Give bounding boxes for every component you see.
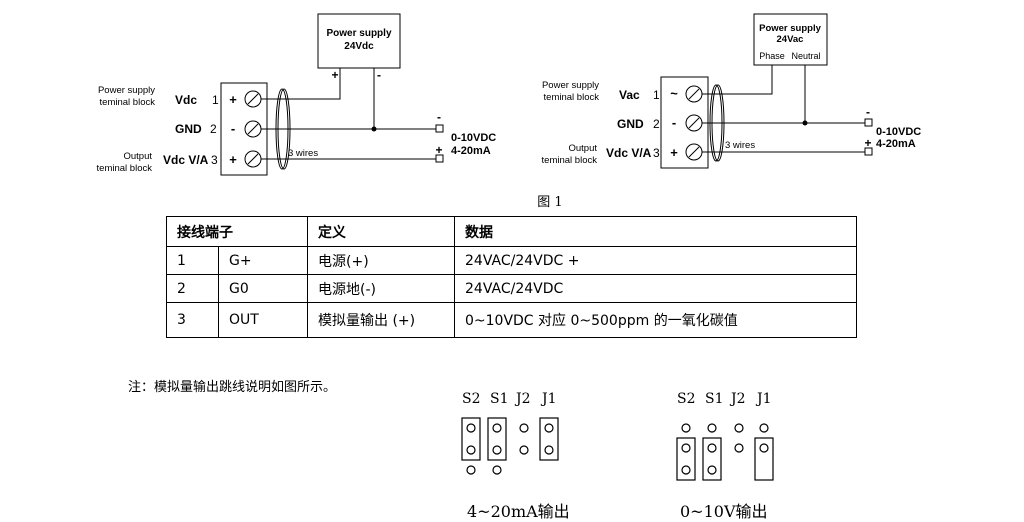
jumper-label-s2: S2: [462, 391, 481, 407]
terminal-1-symbol: +: [229, 92, 237, 107]
supply-block-label-2: teminal block: [544, 92, 600, 103]
terminal-3-name: Vdc V/A: [606, 146, 652, 160]
power-supply-box: [753, 13, 828, 66]
terminal-3-num: 3: [211, 153, 218, 167]
table-row: 2 G0 电源地(-) 24VAC/24VDC: [166, 274, 857, 303]
terminal-1-name: Vac: [619, 88, 640, 102]
jumper-label-s1: S1: [705, 391, 724, 407]
table-row: 1 G+ 电源(+) 24VAC/24VDC +: [166, 246, 857, 275]
terminal-screw-icon: [244, 90, 262, 168]
row-terminal: G+: [218, 246, 308, 275]
header-definition: 定义: [307, 216, 455, 247]
terminal-1-num: 1: [653, 88, 660, 102]
header-terminal: 接线端子: [166, 216, 308, 247]
psu-voltage: 24Vac: [777, 34, 804, 45]
row-number: 2: [166, 274, 219, 303]
terminal-1-name: Vdc: [175, 93, 197, 107]
row-definition: 模拟量输出 (+): [307, 302, 455, 338]
jumper-pins-current: [461, 417, 559, 475]
row-number: 3: [166, 302, 219, 338]
jumper-current-mode: S2 S1 J2 J1 4~20mA输出: [455, 388, 575, 522]
output-block-label-2: teminal block: [97, 163, 153, 174]
supply-block-label: Power supply: [542, 80, 599, 91]
row-definition: 电源(+): [307, 246, 455, 275]
jumper-label-s1: S1: [490, 391, 509, 407]
output-voltage-range: 0-10VDC: [451, 132, 496, 144]
row-definition: 电源地(-): [307, 274, 455, 303]
terminal-block: [220, 82, 268, 176]
table-header-row: 接线端子 定义 数据: [166, 216, 857, 247]
terminal-2-num: 2: [653, 117, 660, 131]
terminal-2-name: GND: [175, 122, 202, 136]
output-block-label-2: teminal block: [542, 155, 598, 166]
row-data: 0~10VDC 对应 0~500ppm 的一氧化碳值: [454, 302, 857, 338]
psu-plus: +: [331, 68, 338, 82]
output-block-label: Output: [568, 143, 597, 154]
wire-count-label: 3 wires: [288, 148, 318, 159]
row-terminal: OUT: [218, 302, 308, 338]
output-plus: +: [435, 143, 442, 157]
jumper-label-j1: J1: [542, 391, 557, 407]
jumper-label-j1: J1: [757, 391, 772, 407]
row-terminal: G0: [218, 274, 308, 303]
supply-block-label-2: teminal block: [100, 97, 156, 108]
wiring-diagram-ac: Power supply 24Vac Phase Neutral Power s…: [542, 13, 921, 169]
jumper-voltage-mode: S2 S1 J2 J1 0~10V输出: [670, 388, 790, 522]
terminal-3-num: 3: [653, 146, 660, 160]
row-data: 24VAC/24VDC +: [454, 246, 857, 275]
wire-count-label: 3 wires: [725, 140, 755, 151]
terminal-3-name: Vdc V/A: [163, 153, 209, 167]
psu-title: Power supply: [759, 23, 821, 34]
jumper-pins-voltage: [676, 423, 774, 481]
psu-title: Power supply: [326, 28, 391, 39]
output-voltage-range: 0-10VDC: [876, 126, 921, 138]
output-minus: -: [866, 105, 870, 119]
output-minus: -: [437, 110, 441, 124]
terminal-1-num: 1: [212, 93, 219, 107]
terminal-3-symbol: +: [229, 152, 237, 167]
psu-minus: -: [377, 68, 381, 82]
output-current-range: 4-20mA: [451, 145, 491, 157]
jumper-current-caption: 4~20mA输出: [467, 502, 570, 521]
power-supply-box: [317, 13, 401, 69]
terminal-table: 接线端子 定义 数据 1 G+ 电源(+) 24VAC/24VDC + 2 G0…: [166, 216, 857, 338]
wiring-diagram-dc: Power supply 24Vdc + - Power supply temi…: [97, 13, 496, 176]
jumper-label-s2: S2: [677, 391, 696, 407]
terminal-block: [660, 76, 709, 169]
header-data: 数据: [454, 216, 857, 247]
terminal-3-symbol: +: [670, 145, 678, 160]
psu-voltage: 24Vdc: [344, 41, 374, 52]
table-row: 3 OUT 模拟量输出 (+) 0~10VDC 对应 0~500ppm 的一氧化…: [166, 302, 857, 338]
terminal-2-name: GND: [617, 117, 644, 131]
jumper-note: 注：模拟量输出跳线说明如图所示。: [128, 380, 337, 395]
figure-caption: 图 1: [537, 195, 563, 210]
output-block-label: Output: [123, 151, 152, 162]
output-current-range: 4-20mA: [876, 138, 916, 150]
psu-phase-label: Phase: [759, 51, 785, 61]
terminal-2-symbol: -: [672, 115, 676, 130]
jumper-voltage-caption: 0~10V输出: [680, 502, 768, 521]
terminal-1-symbol: ~: [670, 86, 678, 101]
output-plus: +: [864, 136, 871, 150]
jumper-label-j2: J2: [731, 391, 746, 407]
psu-neutral-label: Neutral: [791, 51, 820, 61]
jumper-label-j2: J2: [516, 391, 531, 407]
supply-block-label: Power supply: [98, 85, 155, 96]
row-data: 24VAC/24VDC: [454, 274, 857, 303]
terminal-2-num: 2: [210, 122, 217, 136]
row-number: 1: [166, 246, 219, 275]
terminal-2-symbol: -: [231, 121, 235, 136]
